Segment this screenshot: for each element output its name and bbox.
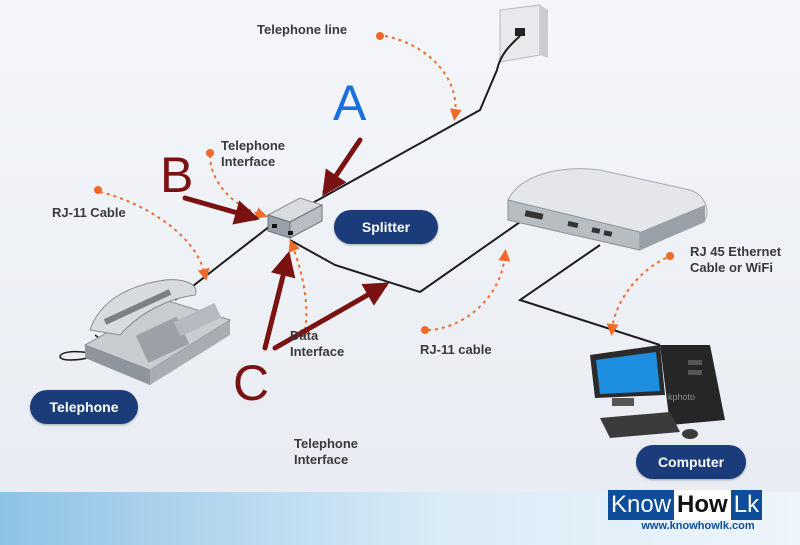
callout-telephone-interface <box>209 154 268 219</box>
knowhowlk-logo: Know How Lk www.knowhowlk.com <box>608 490 788 536</box>
letter-arrows <box>182 137 390 351</box>
label-telephone-interface-bottom: Telephone Interface <box>294 436 359 467</box>
telephone-device <box>83 279 232 385</box>
modem-device <box>507 168 708 251</box>
computer-device <box>590 345 725 439</box>
label-telephone-line: Telephone line <box>257 22 348 37</box>
splitter-device <box>266 197 324 239</box>
wall-jack <box>499 4 548 63</box>
letter-b: B <box>160 147 194 203</box>
arrow-c-left <box>262 251 296 351</box>
arrow-b <box>182 195 260 225</box>
arrow-c-right <box>272 282 390 351</box>
watermark-text: kphoto <box>668 392 695 402</box>
letter-a: A <box>333 75 367 131</box>
callout-data-interface <box>288 239 308 331</box>
label-rj11-cable-left: RJ-11 Cable <box>52 205 126 220</box>
label-telephone-interface-top: Telephone Interface <box>221 138 286 169</box>
arrow-a <box>322 137 363 197</box>
logo-how: How <box>674 490 731 520</box>
telephone-line-cable <box>299 35 521 211</box>
label-rj11-cable-bottom: RJ-11 cable <box>420 342 492 357</box>
rj11-cable-modem <box>289 221 521 294</box>
logo-url: www.knowhowlk.com <box>641 520 755 532</box>
label-data-interface: Data Interface <box>290 328 345 359</box>
splitter-pill: Splitter <box>334 210 438 244</box>
telephone-pill: Telephone <box>30 390 138 424</box>
rj45-cable <box>517 244 661 346</box>
logo-know: Know <box>608 490 675 520</box>
label-rj45: RJ 45 Ethernet Cable or WiFi <box>690 244 782 275</box>
callout-rj11-bottom <box>427 249 511 331</box>
callout-rj45 <box>606 257 667 336</box>
callout-telephone-line <box>384 35 462 121</box>
letter-c: C <box>233 355 270 411</box>
logo-lk: Lk <box>730 490 763 520</box>
computer-pill: Computer <box>636 445 746 479</box>
callout-dots <box>94 32 674 337</box>
